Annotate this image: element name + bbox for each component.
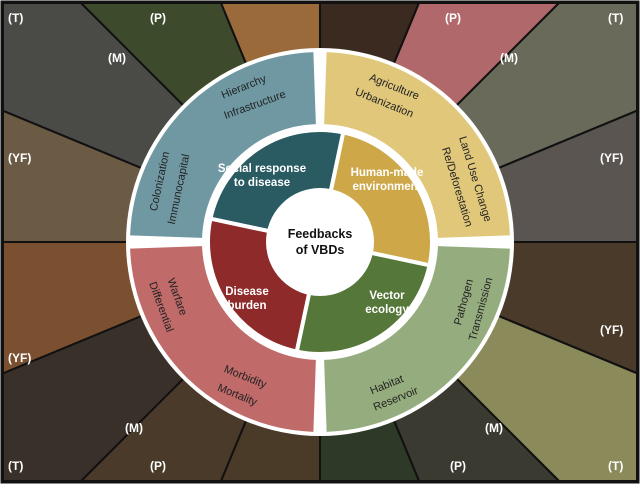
- panel-label: (M): [108, 51, 126, 65]
- label-disease-2: burden: [228, 300, 267, 312]
- panel-label: (M): [125, 421, 143, 435]
- outer-ring: [130, 52, 510, 432]
- panel-label: (YF): [8, 151, 31, 165]
- panel-label: (T): [608, 459, 623, 473]
- panel-label: (M): [485, 421, 503, 435]
- label-disease-1: Disease: [225, 286, 268, 298]
- panel-label: (T): [8, 459, 23, 473]
- panel-label: (YF): [600, 151, 623, 165]
- label-social-response-2: to disease: [234, 177, 290, 189]
- panel-label: (P): [450, 459, 466, 473]
- panel-label: (T): [8, 11, 23, 25]
- label-social-response-1: Social response: [218, 163, 306, 175]
- label-human-made-1: Human-made: [351, 167, 424, 179]
- center-title-1: Feedbacks: [288, 227, 353, 241]
- panel-label: (P): [150, 11, 166, 25]
- ring-sector-human-made: [324, 52, 510, 238]
- panel-label: (YF): [600, 323, 623, 337]
- label-vector-2: ecology: [365, 304, 409, 316]
- panel-label: (T): [608, 11, 623, 25]
- ring-sector-vector: [324, 246, 510, 432]
- panel-label: (P): [445, 11, 461, 25]
- panel-labels: (T) (P) (M) (YF) (YF) (M) (T) (P) (P) (T…: [8, 11, 623, 473]
- center-title-2: of VBDs: [296, 243, 345, 257]
- panel-label: (M): [500, 51, 518, 65]
- ring-sector-disease: [130, 246, 316, 432]
- panel-label: (P): [150, 459, 166, 473]
- ring-sector-social: [130, 52, 316, 238]
- panel-label: (YF): [8, 351, 31, 365]
- center-circle: [266, 188, 374, 296]
- label-human-made-2: environment: [352, 181, 421, 193]
- label-vector-1: Vector: [369, 290, 405, 302]
